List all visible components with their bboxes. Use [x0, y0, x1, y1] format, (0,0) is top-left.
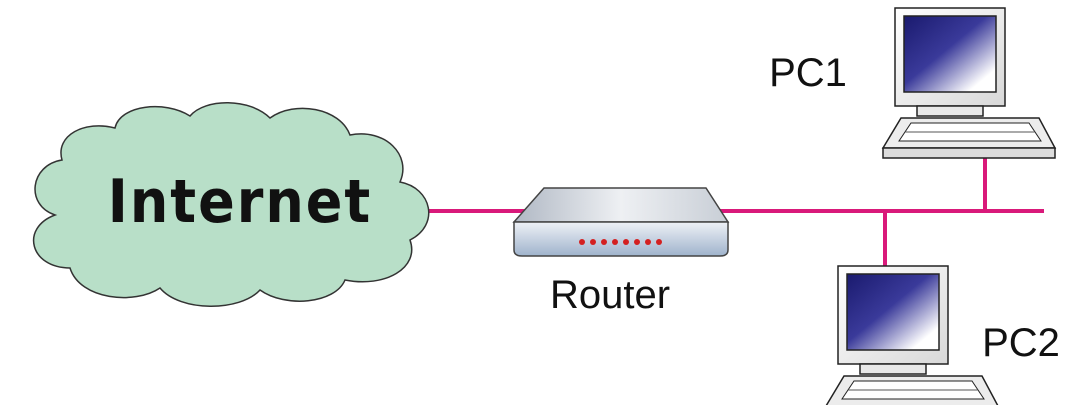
pc1: PC1 — [769, 7, 1056, 159]
router-icon — [512, 187, 730, 257]
cloud-icon — [33, 102, 430, 307]
router-label: Router — [550, 273, 670, 317]
cloud-label: Internet — [108, 167, 372, 237]
computer-icon — [882, 7, 1056, 159]
router: Router — [512, 187, 730, 317]
router-leds — [579, 239, 662, 245]
internet-cloud: Internet — [33, 102, 430, 307]
pc1-label: PC1 — [769, 51, 847, 95]
pc2-label: PC2 — [982, 321, 1060, 365]
computer-icon — [825, 265, 999, 405]
pc2: PC2 — [825, 265, 1060, 405]
